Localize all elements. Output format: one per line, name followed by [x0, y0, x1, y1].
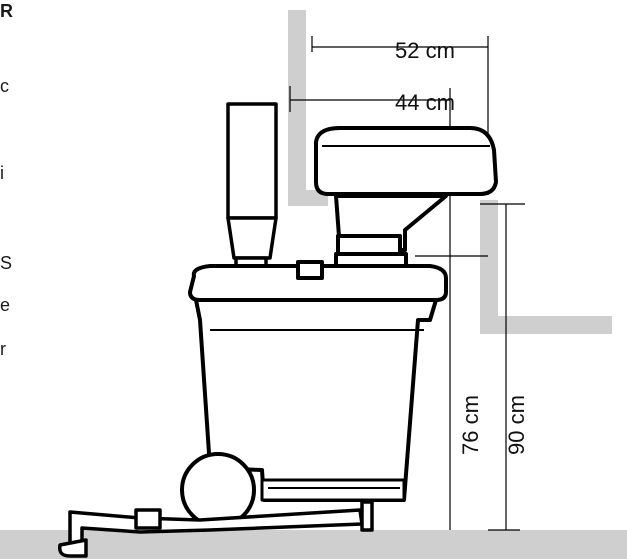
vent-pipe-cone — [226, 216, 278, 260]
dim-label-seat-lower: 44 cm — [395, 90, 455, 115]
vent-pipe — [226, 102, 278, 268]
left-text-fragment-6: r — [0, 339, 6, 359]
dim-label-height-upper: 90 cm — [504, 395, 529, 455]
wheel — [180, 452, 256, 528]
tank-base — [260, 478, 406, 502]
step-wall — [480, 200, 498, 334]
dim-label-height-lower: 76 cm — [458, 395, 483, 455]
drain-pipe — [57, 500, 374, 558]
left-text-fragment-2: c — [0, 76, 9, 96]
floor — [0, 530, 627, 559]
drain-pipe-valve — [134, 508, 162, 530]
drain-pipe-elbow — [57, 538, 88, 558]
step-floor — [480, 316, 612, 334]
seat-lid — [314, 126, 498, 196]
wheel-rim — [180, 452, 256, 528]
drain-pipe-end — [360, 500, 374, 532]
dim-label-seat-upper: 52 cm — [395, 38, 455, 63]
left-text-fragment-1: R — [0, 1, 13, 21]
back-wall — [288, 10, 306, 206]
left-text-fragment-4: S — [0, 253, 13, 273]
wall-ledge — [288, 190, 328, 206]
tank — [188, 260, 448, 502]
left-text-fragment-5: e — [0, 295, 11, 315]
toilet-seat — [314, 126, 498, 274]
vent-pipe-body — [226, 102, 278, 220]
wall-structure — [0, 10, 627, 559]
seat-collar — [336, 234, 402, 256]
left-text-fragment-3: i — [0, 163, 4, 183]
tank-lid-plug — [296, 260, 324, 280]
